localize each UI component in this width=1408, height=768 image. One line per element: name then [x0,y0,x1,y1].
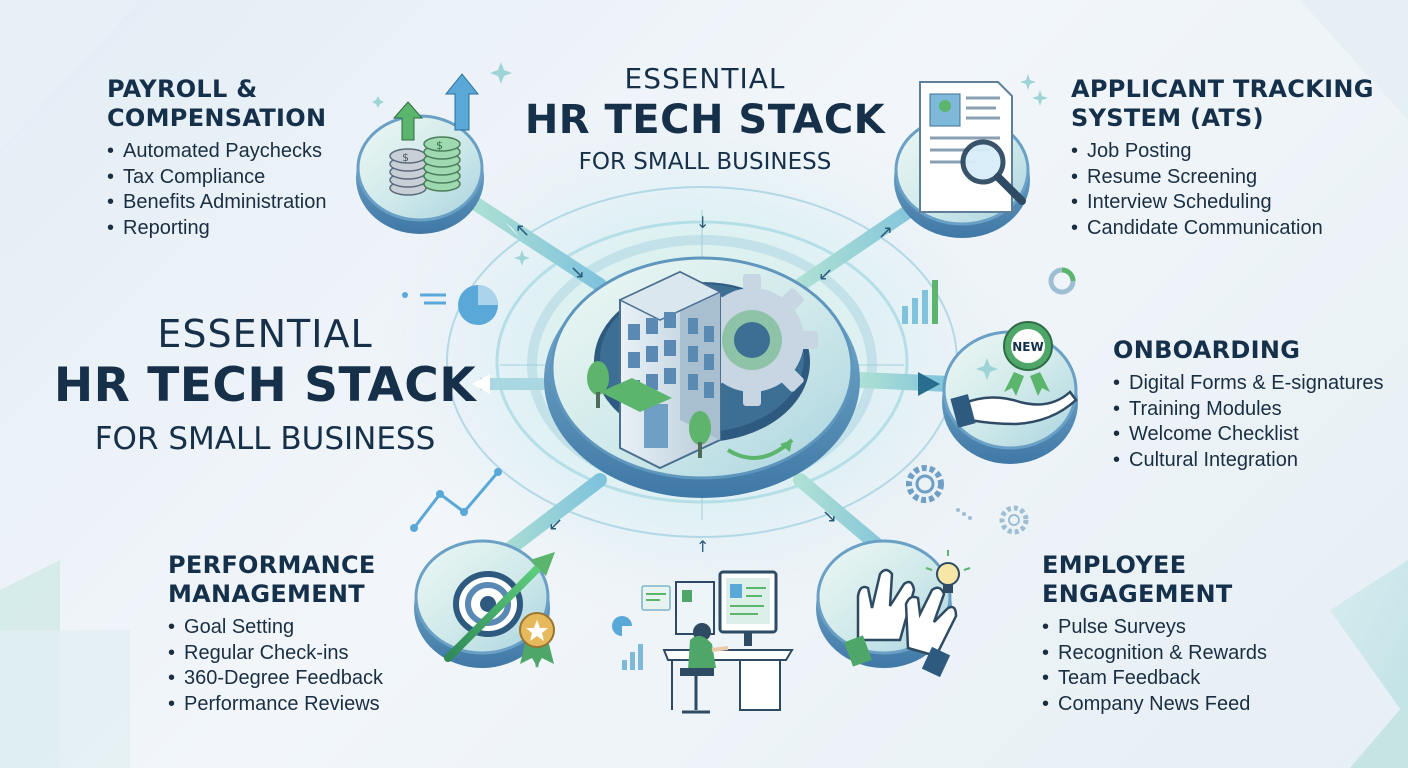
arrow-left-up-icon: ↖ [515,220,530,241]
arrow-left-down-icon: ↙ [818,264,833,285]
section-performance-title: PERFORMANCE MANAGEMENT [168,551,383,609]
section-onboarding-title: ONBOARDING [1113,336,1384,365]
small-gear-icon [906,465,944,503]
section-engagement-title: EMPLOYEE ENGAGEMENT [1042,551,1267,609]
section-performance-title-line1: PERFORMANCE [168,551,376,579]
list-item: Performance Reviews [168,692,383,718]
section-payroll-list: Automated Paychecks Tax Compliance Benef… [107,139,326,241]
resume-search-icon [919,81,1026,213]
section-onboarding-title-line1: ONBOARDING [1113,336,1301,364]
new-badge-label: NEW [1012,340,1043,354]
svg-text:$: $ [436,139,443,152]
list-item: Resume Screening [1071,165,1374,191]
list-item: Goal Setting [168,615,383,641]
list-item: Team Feedback [1042,666,1267,692]
pie-chart-icon [458,285,498,325]
new-badge-hand-icon: NEW [950,321,1078,428]
arrow-down-icon: ↓ [696,213,709,232]
bar-chart-icon [902,280,938,324]
central-hub [544,256,860,498]
section-payroll-title: PAYROLL & COMPENSATION [107,75,326,133]
arrow-right-down-icon: ↘ [570,262,585,283]
list-item: Digital Forms & E-signatures [1113,371,1384,397]
medal-icon [519,612,555,668]
arrow-right-up-icon: ↗ [878,222,893,243]
donut-icon [1048,267,1076,295]
section-performance-title-line2: MANAGEMENT [168,580,365,608]
clapping-hands-icon [844,550,971,678]
connector-ats [793,193,932,292]
title-left: ESSENTIAL HR TECH STACK FOR SMALL BUSINE… [40,312,490,457]
title-left-line2: HR TECH STACK [53,358,477,413]
node-ats [894,81,1030,238]
svg-text:$: $ [402,151,409,164]
node-engagement [816,539,971,678]
section-engagement-title-line1: EMPLOYEE [1042,551,1187,579]
title-top-line3: FOR SMALL BUSINESS [578,149,832,175]
title-top-line2: HR TECH STACK [524,97,886,143]
section-ats-title-line1: APPLICANT TRACKING [1071,75,1374,103]
list-item: Benefits Administration [107,190,326,216]
target-arrow-icon [444,552,555,668]
gear-icon [686,274,818,406]
list-item: 360-Degree Feedback [168,666,383,692]
section-ats-title: APPLICANT TRACKING SYSTEM (ATS) [1071,75,1374,133]
arrow-left-down-icon-2: ↙ [548,514,563,535]
decor-icons [372,62,1076,535]
list-item: Job Posting [1071,139,1374,165]
section-engagement-list: Pulse Surveys Recognition & Rewards Team… [1042,615,1267,717]
lightbulb-icon [925,550,971,593]
section-performance-list: Goal Setting Regular Check-ins 360-Degre… [168,615,383,717]
line-graph-icon [410,468,502,532]
node-onboarding: NEW [942,321,1078,464]
small-gear-icon-2 [999,505,1029,535]
list-item: Candidate Communication [1071,216,1374,242]
title-left-line1: ESSENTIAL [157,312,373,356]
section-ats-title-line2: SYSTEM (ATS) [1071,104,1264,132]
section-ats-list: Job Posting Resume Screening Interview S… [1071,139,1374,241]
section-engagement: EMPLOYEE ENGAGEMENT Pulse Surveys Recogn… [1042,551,1267,717]
building-gear-icon [587,270,794,470]
arrow-right-down-icon-2: ↘ [822,506,837,527]
section-onboarding: ONBOARDING Digital Forms & E-signatures … [1113,336,1384,473]
dots-decor [956,508,972,520]
section-payroll-title-line2: COMPENSATION [107,104,327,132]
list-item: Cultural Integration [1113,448,1384,474]
section-onboarding-list: Digital Forms & E-signatures Training Mo… [1113,371,1384,473]
section-payroll-title-line1: PAYROLL & [107,75,258,103]
section-ats: APPLICANT TRACKING SYSTEM (ATS) Job Post… [1071,75,1374,241]
list-item: Tax Compliance [107,165,326,191]
list-item: Welcome Checklist [1113,422,1384,448]
list-item: Interview Scheduling [1071,190,1374,216]
list-item: Recognition & Rewards [1042,641,1267,667]
list-item: Pulse Surveys [1042,615,1267,641]
title-top-line1: ESSENTIAL [624,62,786,95]
list-item: Training Modules [1113,397,1384,423]
section-engagement-title-line2: ENGAGEMENT [1042,580,1233,608]
title-top: ESSENTIAL HR TECH STACK FOR SMALL BUSINE… [520,62,890,175]
list-item: Company News Feed [1042,692,1267,718]
connector-payroll [463,193,607,292]
section-performance: PERFORMANCE MANAGEMENT Goal Setting Regu… [168,551,383,717]
node-performance [414,539,555,668]
list-item: Regular Check-ins [168,641,383,667]
title-left-line3: FOR SMALL BUSINESS [94,421,436,457]
arrow-up-icon: ↑ [696,537,709,556]
list-item: Reporting [107,216,326,242]
coins-growth-icon: $ $ [389,73,480,196]
list-item: Automated Paychecks [107,139,326,165]
desk-worker-illustration [612,570,794,714]
sparkle-icons [372,62,1048,380]
section-payroll: PAYROLL & COMPENSATION Automated Paychec… [107,75,326,241]
node-payroll: $ $ [356,73,484,234]
